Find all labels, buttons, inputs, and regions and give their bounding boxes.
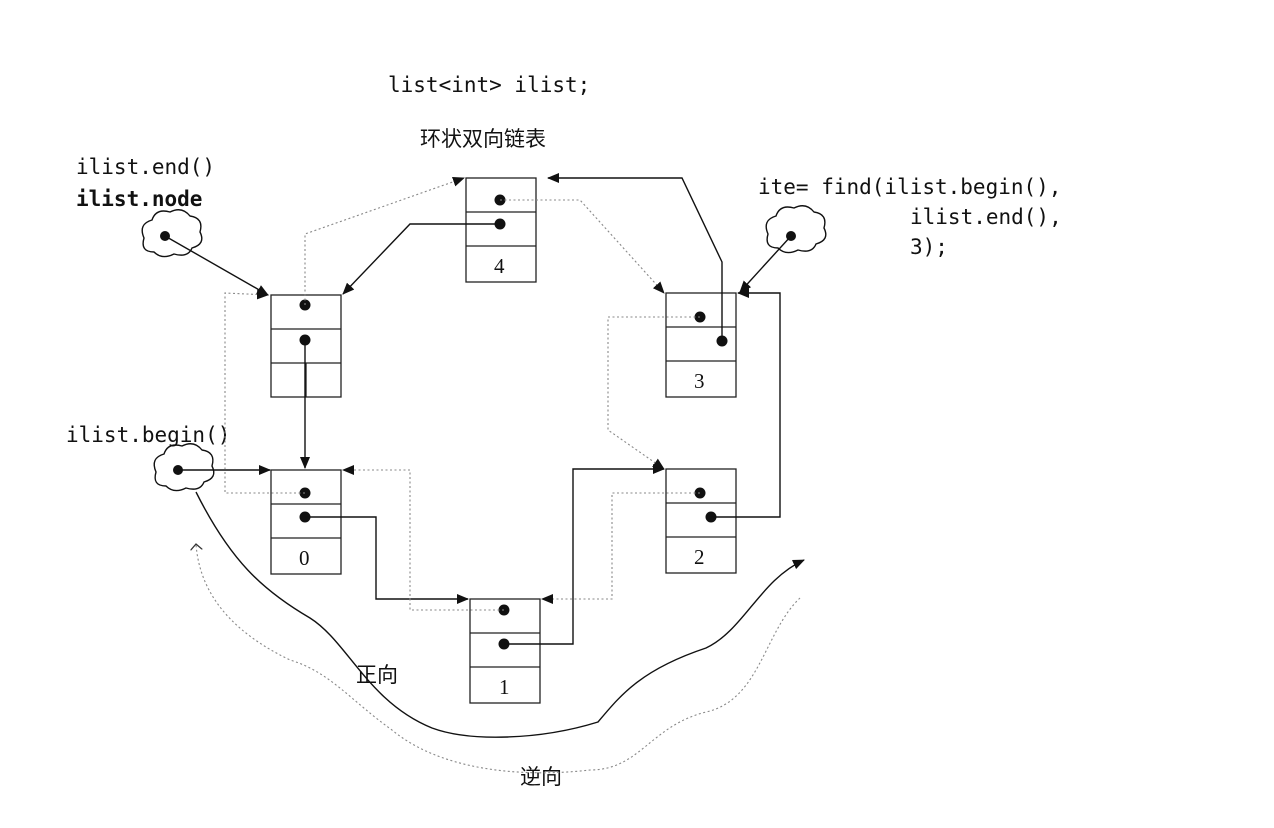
end-label: ilist.end() [76,155,215,179]
find-code-line2: ilist.end(), [910,205,1062,229]
forward-direction-curve [195,491,805,738]
node-1-value: 1 [499,675,510,699]
node4-next-arrow [500,199,665,294]
find-code-line1: ite= find(ilist.begin(), [758,175,1061,199]
begin-label: ilist.begin() [66,423,230,447]
begin-pointer-cloud-icon [153,443,215,492]
ite-pointer-cloud-icon [765,205,827,254]
node-label: ilist.node [76,187,202,211]
backward-direction-curve [196,544,801,774]
list-node-blank [270,294,342,398]
node4-prev-arrow [342,223,500,295]
node3-next-arrow [547,173,723,341]
node-4-value: 4 [494,254,505,278]
blank-prev-arrow [304,176,465,305]
ite-pointer-arrow [739,235,792,293]
list-node-3: 3 [665,292,737,398]
find-code-line3: 3); [910,235,948,259]
node0-prev-arrow [224,289,305,494]
node0-next-arrow [305,516,469,604]
node2-next-arrow [711,288,781,518]
node1-next-arrow [504,464,665,645]
backward-label: 逆向 [520,765,562,789]
node-3-value: 3 [694,369,705,393]
list-node-1: 1 [469,598,541,704]
declaration-code: list<int> ilist; [388,73,590,97]
diagram-caption: 环状双向链表 [420,127,546,151]
list-node-2: 2 [665,468,737,574]
node3-prev-arrow [607,316,700,470]
node2-prev-arrow [541,492,700,604]
end-pointer-arrow [164,235,269,296]
forward-label: 正向 [356,663,398,687]
node-2-value: 2 [694,545,705,569]
solid-pointer-arrows [164,173,792,645]
dotted-pointer-arrows [224,176,700,611]
node-0-value: 0 [299,546,310,570]
list-node-0: 0 [270,469,342,575]
list-node-4: 4 [465,177,537,283]
node1-prev-arrow [342,465,504,611]
end-pointer-cloud-icon [141,209,203,258]
